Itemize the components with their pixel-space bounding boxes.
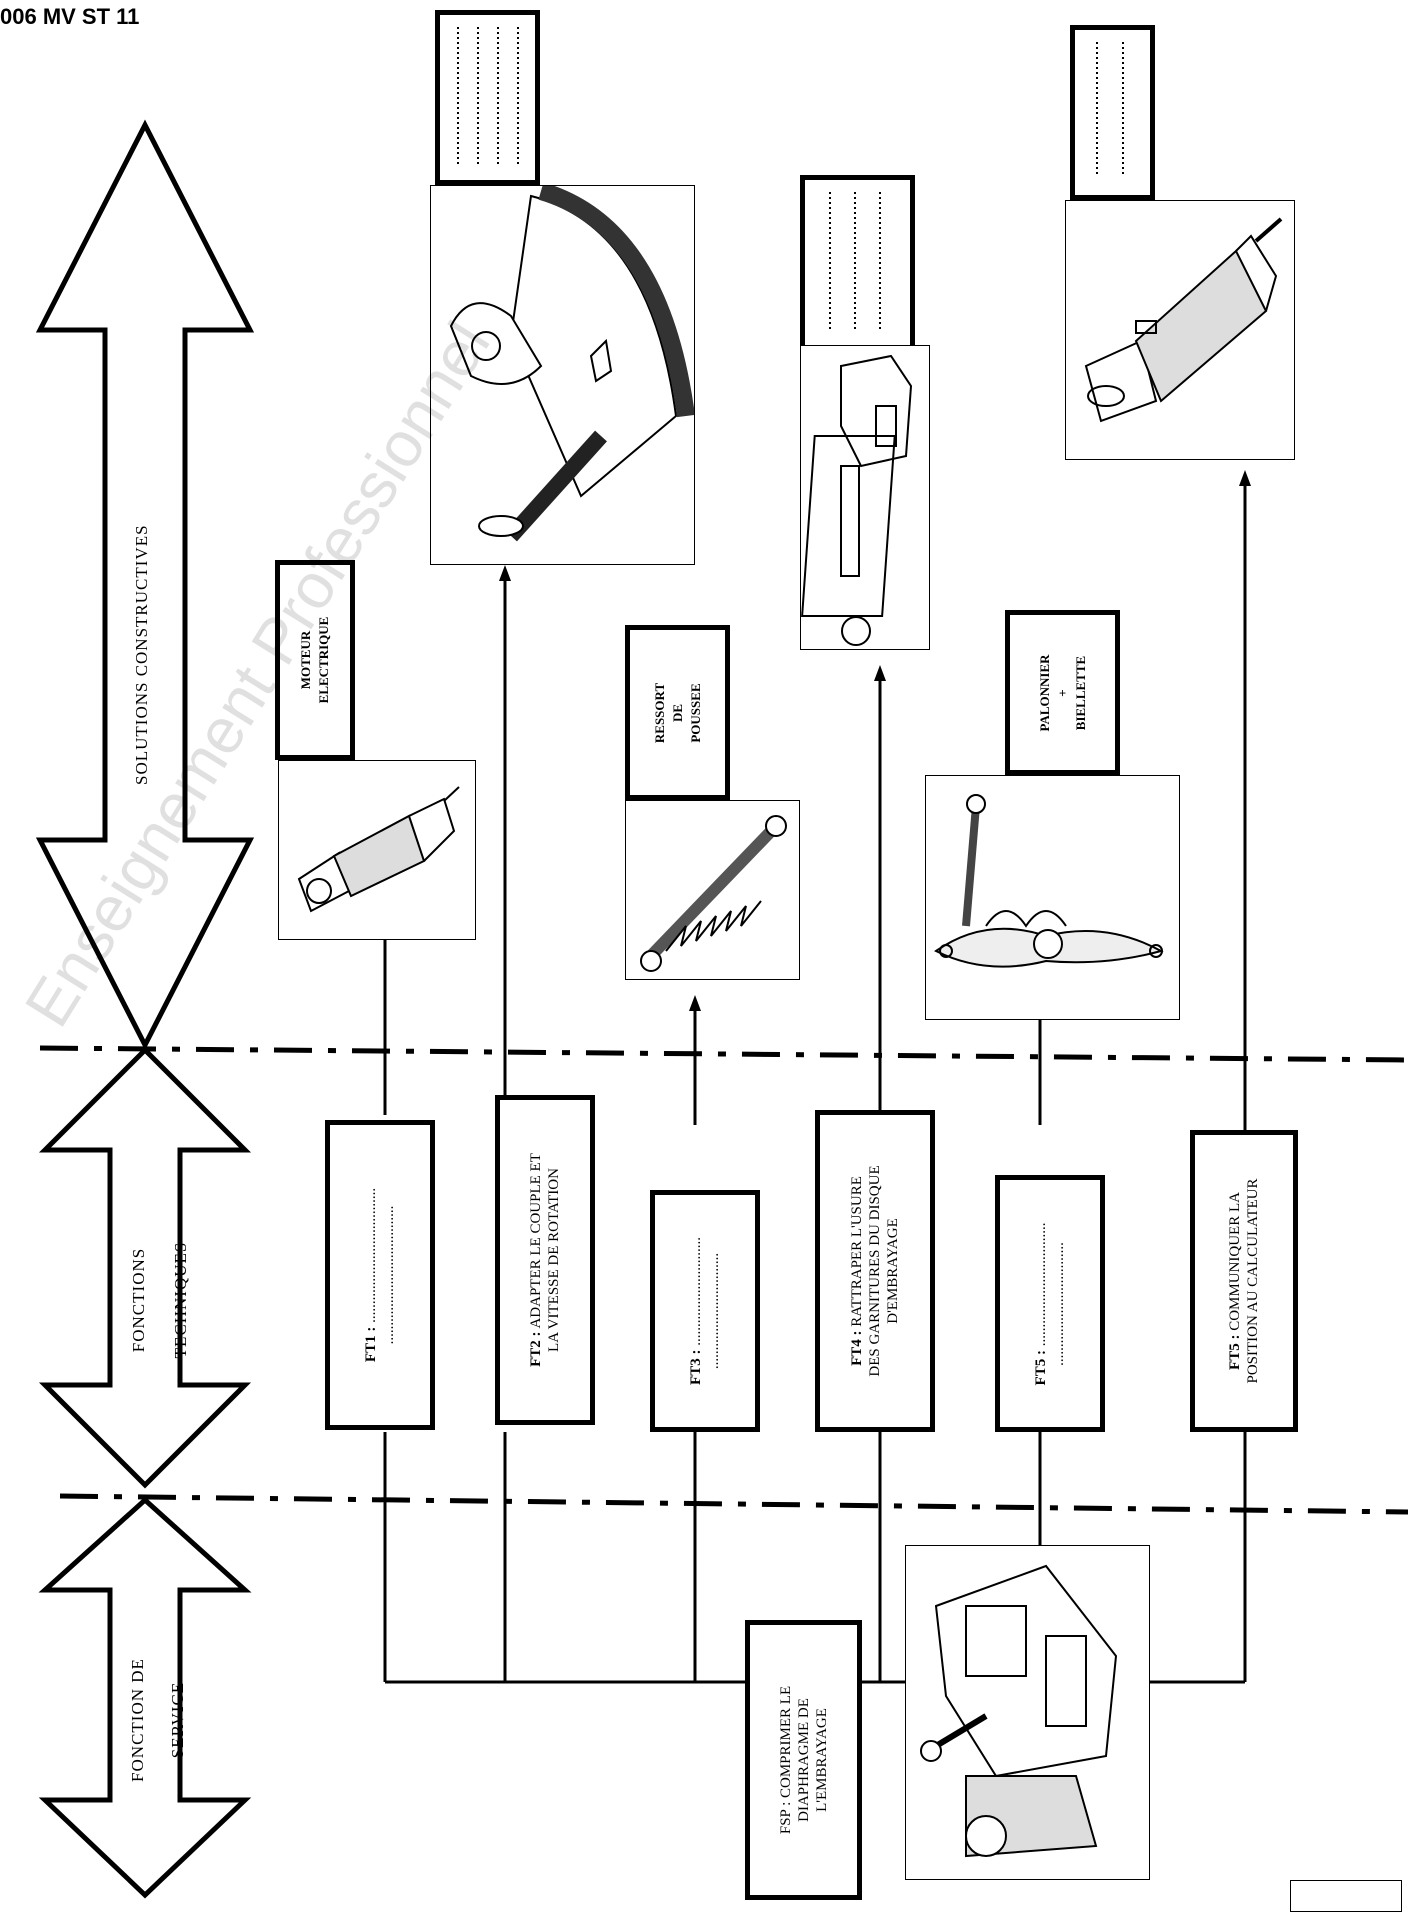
technical-double-arrow <box>38 1046 252 1489</box>
ft6-text2: POSITION AU CALCULATEUR <box>1245 1178 1261 1384</box>
ft5-box: FT5 : ..................................… <box>995 1175 1105 1432</box>
actuator-assembly-image <box>905 1545 1150 1880</box>
ft1-blank: .................................... <box>363 1187 379 1323</box>
lever-linkage-image <box>925 775 1180 1020</box>
sensor-drawing <box>1084 217 1283 423</box>
blank-answer-box-3 <box>1070 25 1155 200</box>
document-code: 006 MV ST 11 <box>0 4 140 29</box>
spring-drawing <box>640 815 787 972</box>
fsp-line3: L'EMBRAYAGE <box>813 1708 830 1812</box>
ft5-blank: ................................. <box>1033 1222 1049 1346</box>
ft1-blank2: ..................................... <box>381 1205 397 1345</box>
ft2-text: ADAPTER LE COUPLE ET <box>528 1153 544 1329</box>
label-solutions: SOLUTIONS CONSTRUCTIVES <box>132 524 151 785</box>
spring-label3: POUSSEE <box>687 682 703 743</box>
wear-mechanism-drawing <box>801 354 913 646</box>
label-service: FONCTION DE SERVICE <box>128 1658 187 1782</box>
lever-label2: + <box>1054 688 1070 697</box>
separator-bottom <box>59 1493 1408 1515</box>
ft4-text: RATTRAPER L'USURE <box>849 1176 865 1327</box>
fsp-line1: FSP : COMPRIMER LE <box>777 1685 794 1835</box>
fsp-line2: DIAPHRAGME DE <box>795 1698 812 1822</box>
spring-label2: DE <box>669 703 685 722</box>
dotted-lines <box>457 27 519 165</box>
motor-drawing <box>297 786 460 913</box>
service-function-box: FSP : COMPRIMER LE DIAPHRAGME DE L'EMBRA… <box>745 1620 862 1900</box>
ft6-text: COMMUNIQUER LA <box>1227 1192 1243 1331</box>
position-sensor-image <box>1065 200 1295 460</box>
blank-answer-box-2 <box>800 175 915 350</box>
page-number-box <box>1290 1880 1402 1912</box>
spring-label: RESSORT <box>651 682 667 743</box>
motor-label2: ELECTRIQUE <box>316 616 331 704</box>
ft2-id: FT2 : <box>528 1331 544 1367</box>
actuator-drawing <box>920 1564 1118 1858</box>
ft3-box: FT3 : ..................................… <box>650 1190 760 1432</box>
motor-label: MOTEUR <box>298 630 313 690</box>
lever-drawing <box>934 794 1164 968</box>
electric-motor-image <box>278 760 476 940</box>
lever-label3: BIELLETTE <box>1072 655 1088 730</box>
ft3-blank: ............................. <box>688 1237 704 1346</box>
solution-label-lever: PALONNIER+BIELLETTE <box>1005 610 1120 775</box>
ft4-text2: DES GARNITURES DU DISQUE <box>867 1165 883 1377</box>
ft3-id: FT3 : <box>688 1349 704 1385</box>
wear-compensation-image <box>800 345 930 650</box>
ft4-id: FT4 : <box>849 1330 865 1366</box>
blank-answer-box-1 <box>435 10 540 185</box>
gear-sector-image <box>430 185 695 565</box>
ft5-blank2: ................................. <box>1051 1241 1067 1366</box>
solutions-double-arrow <box>35 119 255 1051</box>
ft6-id: FT5 : <box>1227 1334 1243 1370</box>
gear-sector-drawing <box>449 186 694 542</box>
dotted-lines <box>829 192 881 330</box>
ft3-blank2: ............................... <box>706 1252 722 1370</box>
ft1-box: FT1 : ..................................… <box>325 1120 435 1430</box>
ft4-text3: D'EMBRAYAGE <box>885 1218 901 1324</box>
ft1-id: FT1 : <box>363 1326 379 1363</box>
dotted-lines <box>1096 42 1124 175</box>
lever-label: PALONNIER <box>1036 653 1052 732</box>
ft2-text2: LA VITESSE DE ROTATION <box>546 1168 562 1352</box>
spring-image <box>625 800 800 980</box>
ft5-id: FT5 : <box>1033 1349 1049 1385</box>
service-double-arrow <box>38 1496 252 1899</box>
separator-top <box>39 1045 1408 1063</box>
label-technical: FONCTIONS TECHNIQUES <box>129 1241 190 1359</box>
